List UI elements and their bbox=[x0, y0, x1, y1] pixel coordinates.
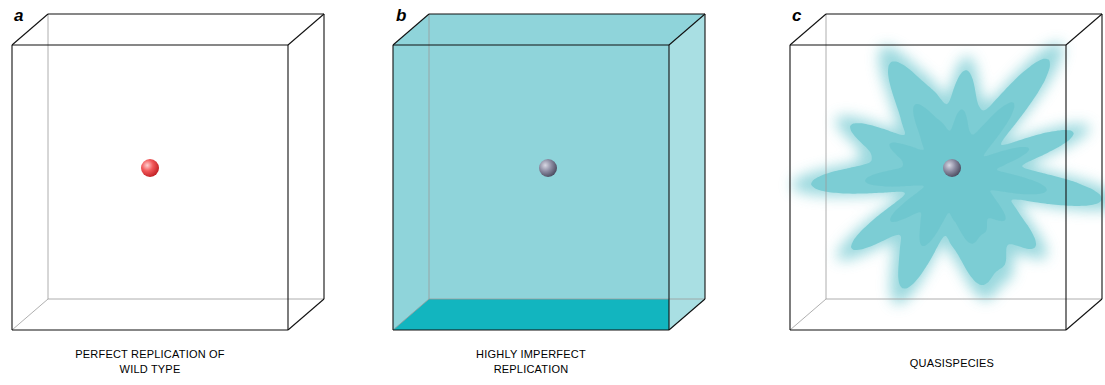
cube-edge bbox=[288, 14, 324, 45]
cube-edge bbox=[429, 13, 705, 14]
cube-edge bbox=[1101, 14, 1102, 299]
hidden-edge bbox=[826, 299, 1102, 300]
cube-edge bbox=[12, 329, 288, 330]
cube-edge bbox=[12, 44, 288, 45]
panel-letter: a bbox=[14, 6, 23, 26]
panel-caption: HIGHLY IMPERFECT REPLICATION bbox=[453, 347, 609, 377]
wild-type-sphere bbox=[141, 159, 159, 177]
hidden-edge bbox=[12, 299, 48, 330]
cube-edge bbox=[393, 44, 669, 45]
filled-cube bbox=[393, 14, 705, 330]
cube-edge bbox=[669, 299, 705, 330]
cube-outlines bbox=[12, 14, 1102, 330]
cube-edge bbox=[790, 329, 1066, 330]
cube-edge bbox=[48, 13, 324, 14]
cube-edge bbox=[1066, 14, 1102, 45]
cube-edge bbox=[669, 14, 705, 45]
hidden-edge bbox=[48, 14, 49, 299]
panel-caption: PERFECT REPLICATION OF WILD TYPE bbox=[72, 347, 228, 377]
cloud-body bbox=[811, 59, 1102, 289]
panel-letter: c bbox=[792, 6, 801, 26]
panel-caption: QUASISPECIES bbox=[874, 356, 1030, 371]
cube-edge bbox=[323, 14, 324, 299]
hidden-edge bbox=[429, 14, 430, 299]
cube-edge bbox=[789, 45, 790, 330]
cloud-core bbox=[865, 102, 1047, 246]
hidden-edge bbox=[790, 299, 826, 330]
hidden-edge bbox=[429, 299, 705, 300]
cube-edge bbox=[1066, 299, 1102, 330]
cube-edge bbox=[826, 13, 1102, 14]
cloud-glow bbox=[791, 43, 1105, 304]
quasispecies-cloud bbox=[791, 43, 1105, 304]
cube-edge bbox=[668, 45, 669, 330]
cube-edge bbox=[288, 299, 324, 330]
cube-edge bbox=[790, 44, 1066, 45]
wild-type-sphere bbox=[539, 159, 557, 177]
cube-edge bbox=[393, 329, 669, 330]
cube-edge bbox=[704, 14, 705, 299]
panel-letter: b bbox=[396, 6, 406, 26]
cube-edge bbox=[11, 45, 12, 330]
cube-edge bbox=[1065, 45, 1066, 330]
cube-edge bbox=[287, 45, 288, 330]
hidden-edge bbox=[48, 299, 324, 300]
cube-edge bbox=[392, 45, 393, 330]
hidden-edge bbox=[826, 14, 827, 299]
hidden-edge bbox=[393, 299, 429, 330]
wild-type-sphere bbox=[943, 159, 961, 177]
